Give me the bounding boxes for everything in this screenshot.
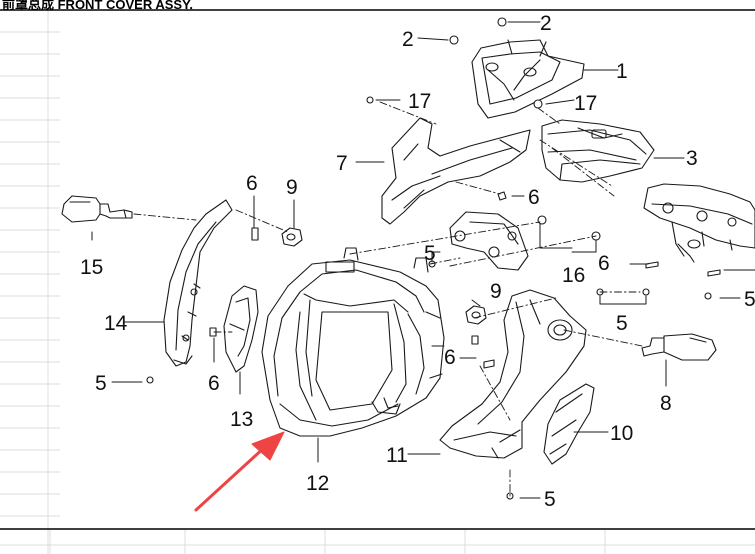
small-side-cover-part: [223, 285, 259, 373]
windscreen-cover-part: [471, 39, 585, 119]
callout-5d: 5: [544, 488, 556, 511]
callout-3: 3: [686, 147, 698, 170]
diagram-title: 前罩总成 FRONT COVER ASSY.: [2, 0, 193, 12]
callout-5b: 5: [616, 312, 628, 335]
callout-9b: 9: [490, 280, 502, 303]
callout-5a: 5: [424, 242, 436, 265]
callout-2b: 2: [540, 12, 552, 35]
callout-6b: 6: [246, 172, 258, 195]
upper-bracket-part: [381, 117, 531, 225]
fastener-parts: [146, 17, 721, 500]
callout-10: 10: [610, 422, 633, 445]
callout-9a: 9: [286, 176, 298, 199]
nut-part: [281, 227, 487, 325]
callout-6e: 6: [598, 252, 610, 275]
callout-7: 7: [336, 152, 348, 175]
callout-16: 16: [562, 264, 585, 287]
callout-8: 8: [660, 392, 672, 415]
callout-14: 14: [104, 312, 128, 335]
callout-17a: 17: [408, 90, 431, 113]
right-turn-signal-part: [641, 333, 717, 361]
right-side-cover-part: [543, 383, 595, 465]
callout-5e: 5: [744, 288, 755, 311]
instrument-cluster-part: [643, 183, 755, 263]
callout-13: 13: [230, 408, 253, 431]
callout-6c: 6: [208, 372, 220, 395]
callout-11: 11: [386, 444, 408, 467]
assembly-lines: [133, 101, 643, 497]
left-turn-signal-part: [61, 195, 133, 223]
callout-17b: 17: [574, 92, 597, 115]
callout-2a: 2: [402, 28, 414, 51]
callout-15: 15: [80, 256, 103, 279]
callout-6d: 6: [444, 346, 456, 369]
headlight-part: [261, 247, 445, 437]
callout-5c: 5: [95, 372, 107, 395]
left-side-bracket-part: [163, 199, 233, 367]
instrument-cover-part: [541, 119, 655, 183]
callout-12: 12: [306, 472, 329, 495]
right-side-cowl-part: [439, 289, 587, 459]
callout-1: 1: [616, 60, 628, 83]
highlight-arrow: [194, 431, 285, 512]
small-bracket-part: [449, 211, 529, 271]
callout-6a: 6: [528, 186, 540, 209]
callout-labels: 1 2 2 3 5 5 5 5 5 6 6 6 6 6 7 8 9 9 10 1…: [80, 12, 755, 511]
leader-lines: [91, 21, 755, 499]
